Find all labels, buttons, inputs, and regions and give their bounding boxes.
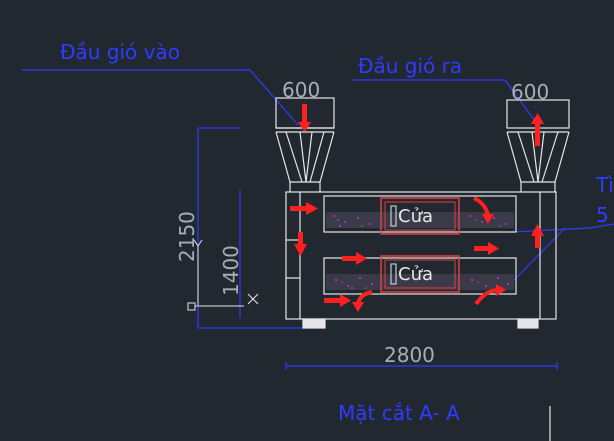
- flow-right-arrow-4-icon: [324, 294, 351, 307]
- flow-curve-arrow-2-icon: [352, 290, 373, 312]
- outlet-arrow-icon: [531, 113, 544, 146]
- right-label-2: 5: [596, 203, 609, 227]
- filter-media: [326, 212, 514, 290]
- flow-curve-arrow-1-icon: [473, 196, 494, 224]
- access-door-lower: Cửa: [380, 255, 460, 293]
- airflow-arrows: [290, 104, 544, 312]
- flow-right-arrow-3-icon: [474, 242, 499, 255]
- dim-outlet-width: 600: [511, 80, 549, 104]
- flow-curve-arrow-3-icon: [474, 284, 506, 306]
- ucs-axis-icon: [187, 239, 259, 311]
- access-door-upper: Cửa: [380, 197, 460, 235]
- door-upper-label: Cửa: [398, 206, 433, 227]
- equipment-outline: [275, 97, 570, 441]
- dim-overall-height: 2150: [175, 211, 199, 262]
- annotation-leaders: [22, 69, 614, 370]
- flow-right-arrow-2-icon: [342, 252, 367, 265]
- right-label-1: Tì: [595, 173, 614, 197]
- section-title: Mặt cắt A- A: [338, 401, 460, 425]
- dim-body-height: 1400: [219, 245, 243, 296]
- flow-right-arrow-1-icon: [290, 202, 318, 215]
- inlet-arrow-icon: [298, 104, 311, 132]
- door-lower-label: Cửa: [398, 264, 433, 285]
- air-inlet-label: Đầu gió vào: [60, 40, 180, 64]
- air-outlet-label: Đầu gió ra: [358, 54, 462, 78]
- flow-down-arrow-icon: [294, 232, 307, 256]
- flow-curve-arrow-4-icon: [500, 300, 520, 305]
- dim-inlet-width: 600: [282, 78, 320, 102]
- flow-up-arrow-icon: [531, 224, 544, 248]
- dim-overall-width: 2800: [384, 343, 435, 367]
